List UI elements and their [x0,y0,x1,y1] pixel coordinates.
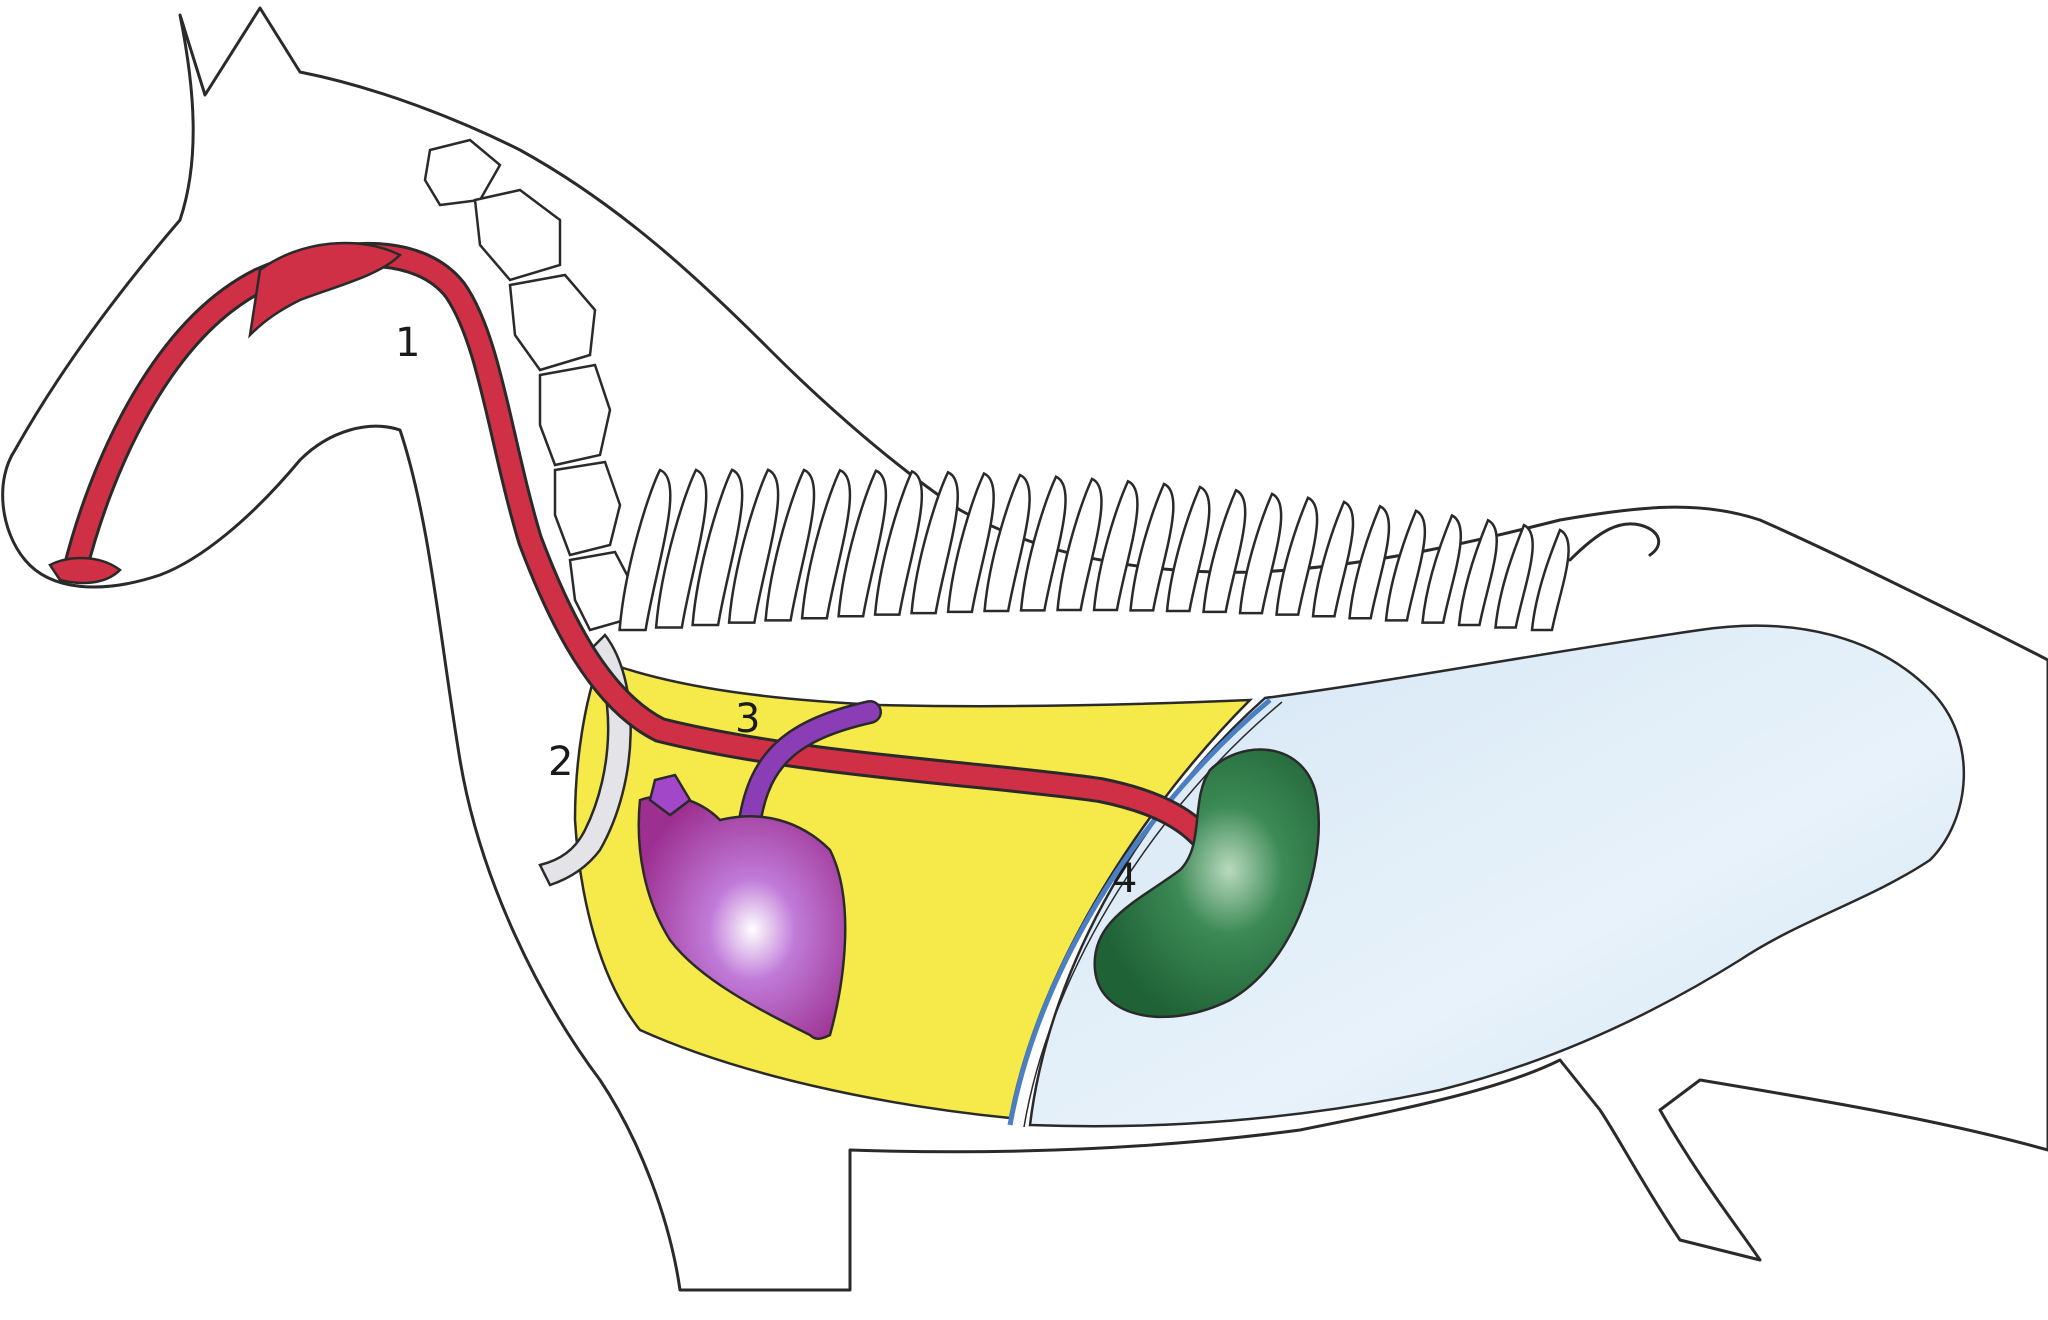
rib [1129,482,1175,612]
label-3: 3 [735,696,760,742]
rib [727,468,780,624]
rib [618,468,672,632]
aorta-vessel-fill [740,702,880,830]
rib [654,468,708,629]
rib [946,471,995,614]
vertebra [553,460,622,557]
rib [1056,477,1103,612]
esophagus [48,241,1213,848]
heart-vessel-top [648,773,692,817]
label-1: 1 [395,320,420,366]
tail [1568,522,1661,562]
rib [800,468,852,620]
vertebra [538,363,612,467]
lumbar-vertebra [1275,496,1319,616]
rib [837,469,888,618]
lumbar-vertebra [1457,518,1498,627]
label-4: 4 [1112,856,1137,902]
rib [1019,475,1067,612]
rib [1202,488,1247,614]
stomach [1093,748,1321,1019]
vertebra [423,138,502,207]
cervical-vertebrae [423,138,637,632]
rib [983,473,1031,613]
rib [873,469,924,616]
diaphragm-edge [1023,701,1283,1128]
rib [910,470,960,615]
vertebra [508,273,597,372]
rib [1092,479,1139,612]
lumbar-vertebra [1311,500,1355,618]
diaphragm [1007,698,1272,1126]
label-2: 2 [548,739,573,785]
lumbar-vertebra [1494,523,1534,629]
vertebra [473,188,562,282]
heart-body [637,794,847,1040]
spine-ribs [618,468,1570,632]
callout-labels: 1 2 3 4 [395,320,1137,902]
esophagus-fill [65,244,1210,845]
rib [764,468,816,622]
lumbar-vertebra [1530,528,1570,632]
lumbar-vertebra [1348,504,1391,620]
rib [691,468,744,627]
mouth [48,556,122,585]
lumbar-vertebra [1421,513,1463,624]
pharynx [248,241,403,339]
rib [1238,492,1283,615]
lumbar-vertebra [1384,509,1427,622]
rib [1165,485,1211,613]
heart [637,700,882,1040]
